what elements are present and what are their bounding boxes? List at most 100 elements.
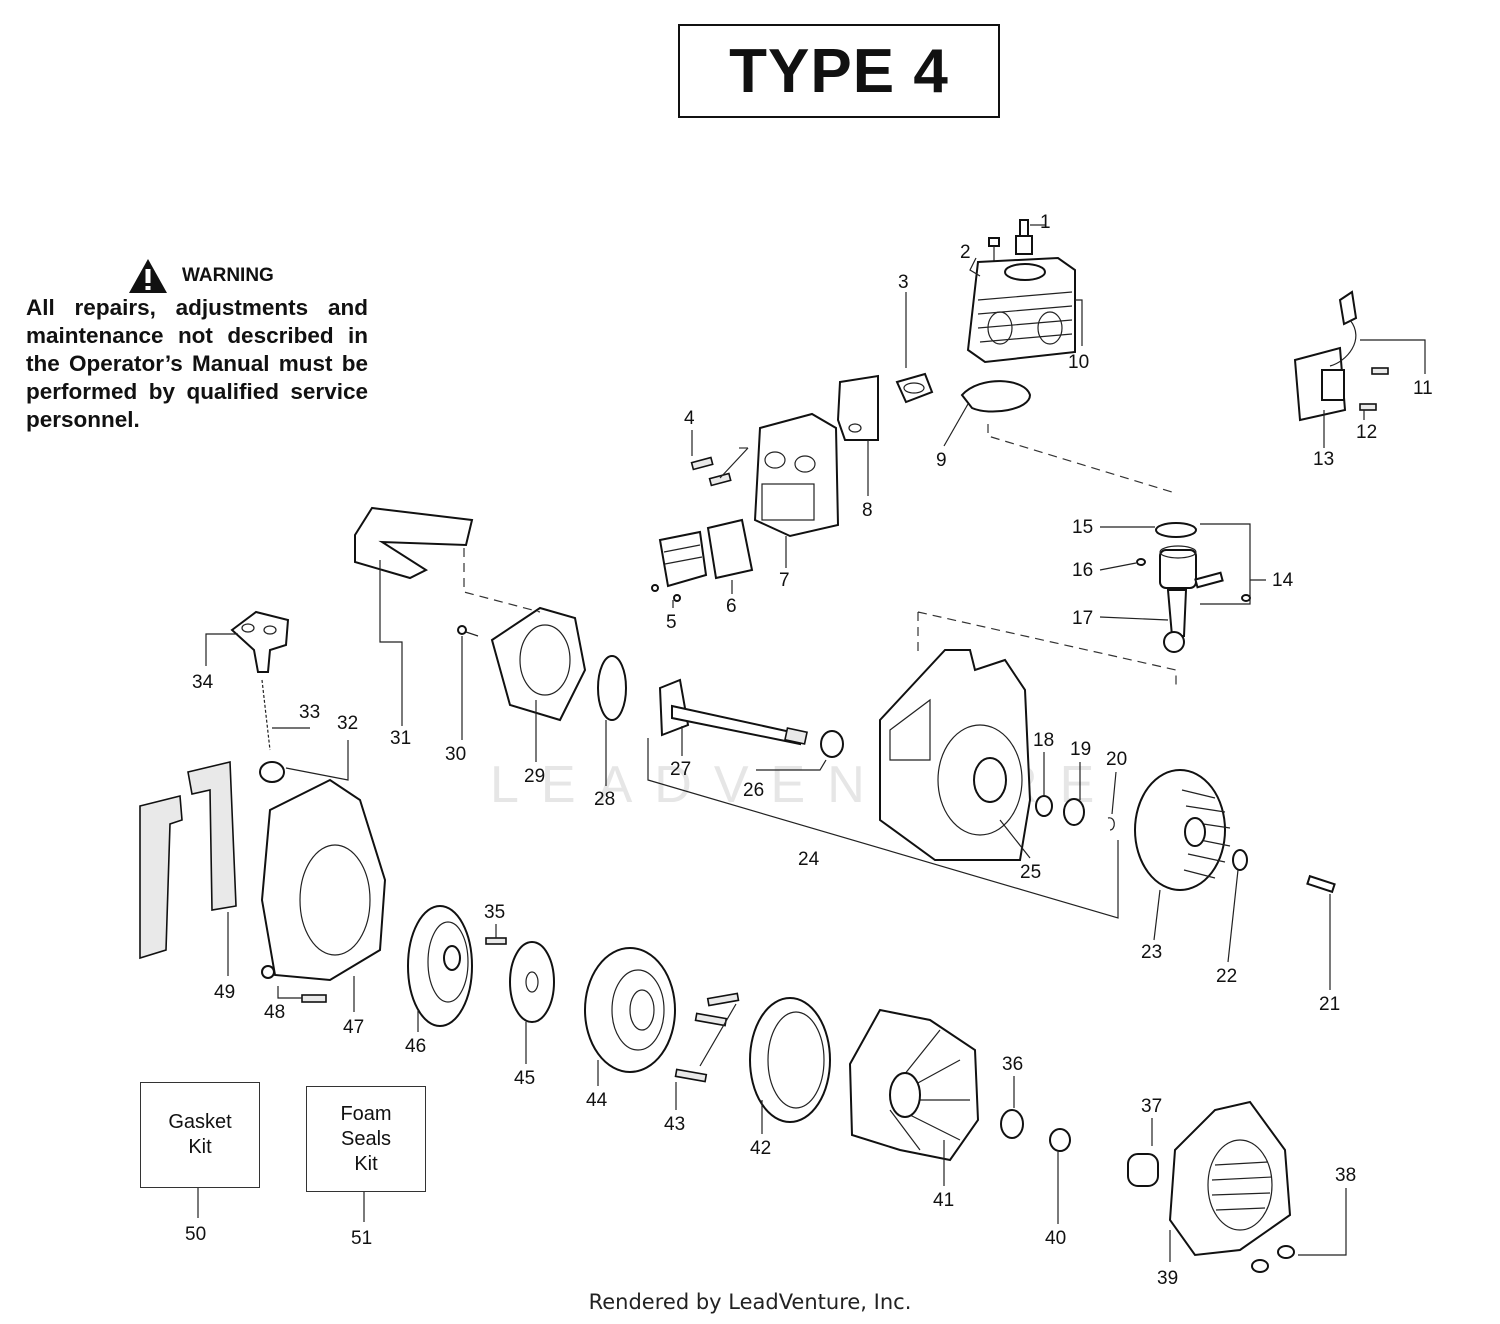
- callout-49: 49: [214, 982, 235, 1003]
- callout-30: 30: [445, 744, 466, 765]
- part-washer-40: [1049, 1128, 1071, 1152]
- part-o-ring: [597, 655, 627, 721]
- part-flywheel: [1134, 769, 1231, 891]
- callout-19: 19: [1070, 739, 1091, 760]
- part-piston-assembly: [1136, 522, 1251, 653]
- callout-3: 3: [898, 272, 909, 293]
- part-cylinder: [966, 256, 1076, 364]
- callout-12: 12: [1356, 422, 1377, 443]
- part-screws-43: [674, 992, 740, 1083]
- callout-2: 2: [960, 242, 971, 263]
- leader-23: [1153, 889, 1161, 941]
- foam-seals-kit-box: Foam Seals Kit: [306, 1086, 426, 1192]
- foam-seals-kit-label: Foam Seals Kit: [340, 1102, 392, 1175]
- callout-27: 27: [670, 759, 691, 780]
- leader-14: [1200, 523, 1266, 605]
- callout-11: 11: [1413, 378, 1433, 399]
- callout-4: 4: [684, 408, 695, 429]
- part-seal-18: [1035, 795, 1053, 817]
- leader-11: [1360, 339, 1426, 374]
- part-starter-rope: [261, 679, 271, 751]
- part-fan-cover: [749, 997, 831, 1123]
- part-starter-handle: [230, 610, 290, 673]
- leader-10: [1075, 299, 1083, 346]
- callout-36: 36: [1002, 1054, 1023, 1075]
- callout-32: 32: [337, 713, 358, 734]
- leader-25: [999, 819, 1031, 859]
- part-impeller: [848, 1008, 980, 1162]
- callout-38: 38: [1335, 1165, 1356, 1186]
- callout-9: 9: [936, 450, 947, 471]
- callout-40: 40: [1045, 1228, 1066, 1249]
- leader-2: [969, 257, 981, 277]
- part-bushing-37: [1127, 1153, 1159, 1187]
- callout-50: 50: [185, 1224, 206, 1245]
- callout-24: 24: [798, 849, 820, 870]
- part-washer-22: [1232, 849, 1248, 871]
- leader-24: [647, 738, 1119, 919]
- callout-26: 26: [743, 780, 764, 801]
- callout-42: 42: [750, 1138, 771, 1159]
- callout-37: 37: [1141, 1096, 1162, 1117]
- callout-46: 46: [405, 1036, 426, 1057]
- part-crankcase: [879, 649, 1032, 861]
- part-blower-housing: [260, 778, 387, 982]
- leader-32: [285, 740, 349, 781]
- part-foam-gasket: [354, 506, 474, 580]
- part-cylinder-gasket: [960, 380, 1032, 413]
- warning-label: WARNING: [182, 265, 274, 286]
- callout-22: 22: [1216, 966, 1237, 987]
- leader-9: [943, 403, 969, 447]
- part-starter-housing: [584, 947, 676, 1073]
- part-pin-21: [1306, 874, 1336, 894]
- part-clip-20: [1107, 817, 1115, 831]
- part-ignition-module: [1293, 290, 1389, 422]
- callout-35: 35: [484, 902, 505, 923]
- callout-31: 31: [390, 728, 411, 749]
- callout-25: 25: [1020, 862, 1041, 883]
- part-spark-plug: [1015, 219, 1033, 255]
- part-grommet: [259, 761, 285, 783]
- callout-8: 8: [862, 500, 873, 521]
- footer-credit: Rendered by LeadVenture, Inc.: [588, 1290, 912, 1314]
- callout-21: 21: [1319, 994, 1340, 1015]
- diagram-title-box: TYPE 4: [678, 24, 1000, 118]
- part-starter-pulley: [407, 905, 473, 1027]
- leader-34: [205, 633, 238, 666]
- callout-34: 34: [192, 672, 214, 693]
- part-screw-30: [457, 625, 479, 637]
- assembly-line-crankcase: [917, 611, 1177, 686]
- callout-47: 47: [343, 1017, 364, 1038]
- callout-10: 10: [1068, 352, 1089, 373]
- callout-51: 51: [351, 1228, 372, 1249]
- assembly-line-gasket: [463, 548, 541, 613]
- diagram-title: TYPE 4: [729, 36, 949, 106]
- callout-23: 23: [1141, 942, 1162, 963]
- gasket-kit-box: Gasket Kit: [140, 1082, 260, 1188]
- callout-29: 29: [524, 766, 545, 787]
- warning-icon: [129, 259, 167, 293]
- part-screw-48: [301, 994, 327, 1003]
- leader-4b: [719, 447, 749, 479]
- part-washer-45: [509, 941, 555, 1023]
- part-bearing-19: [1063, 798, 1085, 826]
- callout-6: 6: [726, 596, 737, 617]
- callout-45: 45: [514, 1068, 535, 1089]
- part-bearing-housing: [490, 606, 587, 722]
- part-clips-38: [1251, 1245, 1295, 1273]
- part-crankshaft: [658, 678, 844, 758]
- callout-14: 14: [1272, 570, 1294, 591]
- leader-20: [1111, 771, 1117, 815]
- part-foam-seals: [139, 760, 237, 960]
- callout-28: 28: [594, 789, 615, 810]
- leader-43: [675, 1003, 737, 1110]
- part-muffler: [753, 412, 840, 538]
- callout-18: 18: [1033, 730, 1054, 751]
- part-blower-cover: [1168, 1100, 1292, 1257]
- gasket-kit-label: Gasket Kit: [168, 1111, 232, 1158]
- leader-48: [277, 986, 302, 999]
- warning-text: All repairs, adjustments and maintenance…: [26, 295, 368, 432]
- callout-44: 44: [586, 1090, 608, 1111]
- callout-5: 5: [666, 612, 677, 633]
- callout-48: 48: [264, 1002, 285, 1023]
